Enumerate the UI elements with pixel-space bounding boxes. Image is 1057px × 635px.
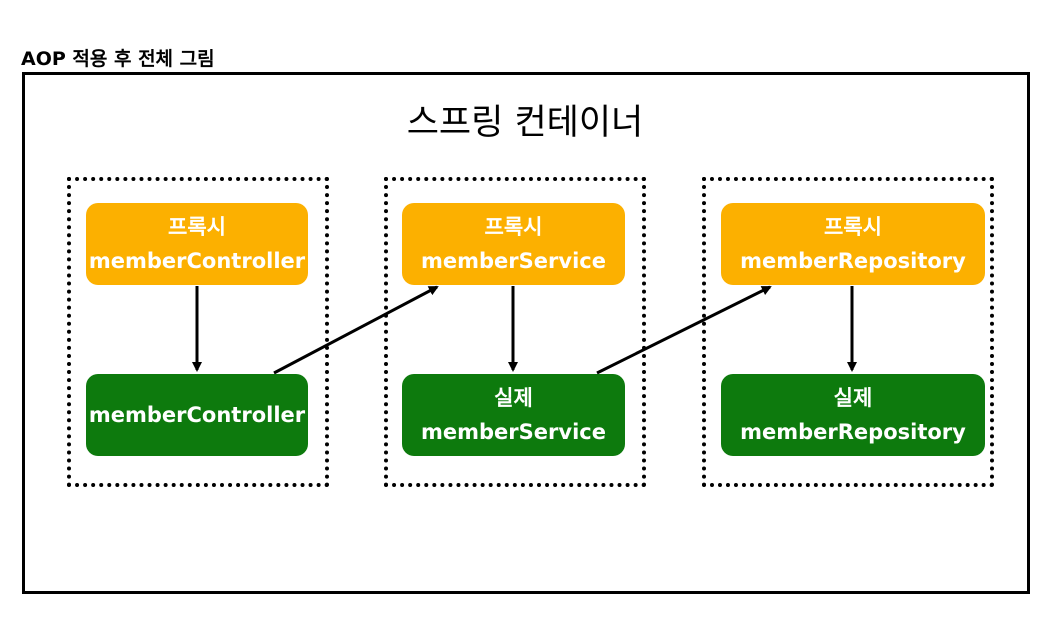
real-label: 실제 [833, 386, 873, 410]
proxy-member-controller-node: 프록시 memberController [86, 203, 308, 285]
spring-container-title: 스프링 컨테이너 [406, 103, 644, 143]
component-name: memberService [421, 249, 606, 273]
proxy-label: 프록시 [824, 215, 882, 239]
spring-container-box [22, 72, 1030, 594]
real-member-controller-node: memberController [86, 374, 308, 456]
component-name: memberRepository [740, 420, 966, 444]
component-name: memberRepository [740, 249, 966, 273]
proxy-member-repository-node: 프록시 memberRepository [721, 203, 985, 285]
real-label: 실제 [494, 386, 533, 410]
proxy-label: 프록시 [484, 215, 543, 239]
component-name: memberController [88, 403, 306, 427]
real-member-repository-node: 실제 memberRepository [721, 374, 985, 456]
proxy-member-service-node: 프록시 memberService [402, 203, 625, 285]
proxy-label: 프록시 [168, 215, 226, 239]
component-name: memberController [88, 249, 306, 273]
page-heading: AOP 적용 후 전체 그림 [21, 48, 215, 70]
component-name: memberService [421, 420, 606, 444]
real-member-service-node: 실제 memberService [402, 374, 625, 456]
